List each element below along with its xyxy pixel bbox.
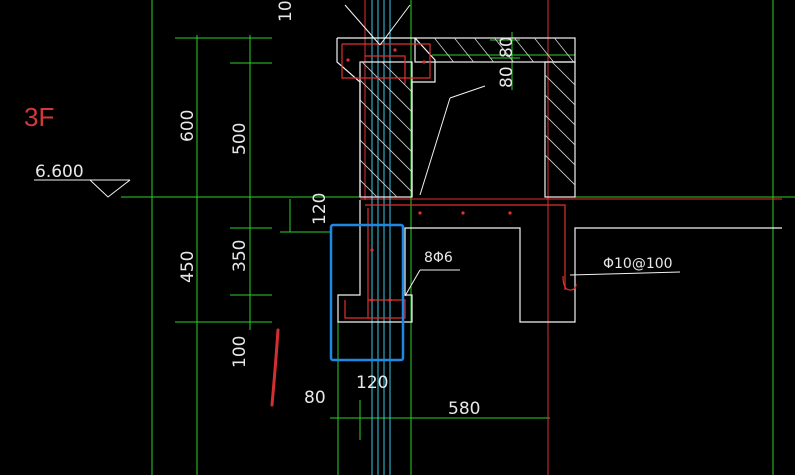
- hand-mark: [270, 328, 280, 407]
- dim-80-b: 80: [497, 66, 517, 88]
- dim-500: 500: [230, 123, 250, 155]
- dim-600: 600: [178, 110, 198, 142]
- elevation-label: 6.600: [35, 162, 84, 182]
- axis-cyan: [371, 0, 391, 475]
- dim-120-h: 120: [356, 373, 388, 393]
- dim-100-bottom: 100: [230, 336, 250, 368]
- elevation-marker: [34, 179, 131, 198]
- dim-80-h: 80: [304, 388, 326, 408]
- dim-580: 580: [448, 399, 480, 419]
- axis-red: [360, 0, 782, 475]
- grid-lines: [121, 0, 795, 475]
- slab-section: [337, 48, 782, 323]
- dim-350: 350: [230, 240, 250, 272]
- dim-450: 450: [178, 251, 198, 283]
- rebar-dots: [346, 48, 512, 302]
- upper-wall: [359, 37, 576, 198]
- dim-80-a: 80: [497, 36, 517, 58]
- upper-coping: [336, 4, 486, 197]
- dim-120-v: 120: [310, 193, 330, 225]
- rebar-label-phi10: Φ10@100: [603, 256, 673, 272]
- rebar-label-8phi6: 8Φ6: [424, 250, 453, 266]
- highlight-box: [329, 223, 405, 362]
- floor-label: 3F: [24, 102, 54, 132]
- dim-100-top: 100: [276, 0, 296, 22]
